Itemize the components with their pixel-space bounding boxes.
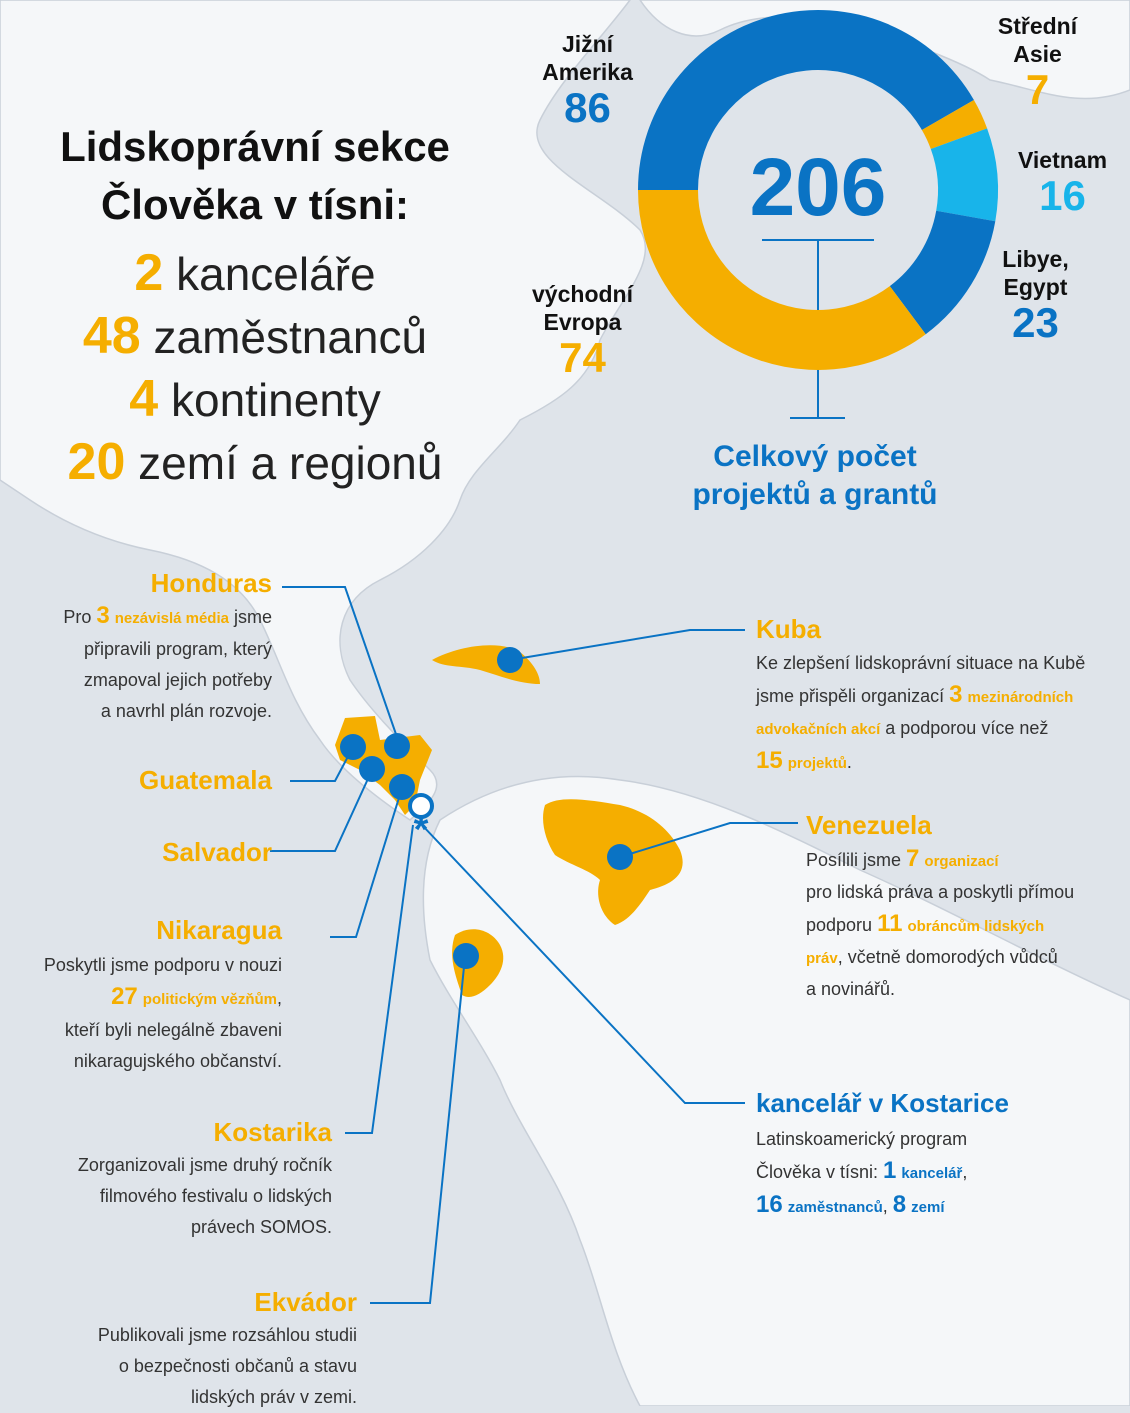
south-america-land <box>422 775 1130 1406</box>
nikaragua-connector <box>330 787 403 938</box>
donut-slice-vietnam <box>930 128 999 222</box>
venezuela-label: Venezuela <box>806 810 932 840</box>
office-connector <box>421 824 745 1104</box>
region-libye-egypt: Libye,Egypt 23 <box>1002 246 1069 346</box>
title-line-1: Lidskoprávní sekce <box>60 123 450 170</box>
kostarika-connector <box>345 824 414 1134</box>
region-vietnam: Vietnam 16 <box>1017 147 1108 219</box>
nikaragua-description: Poskytli jsme podporu v nouzi 27 politic… <box>43 955 282 1071</box>
venezuela-connector <box>619 822 798 858</box>
kuba-label: Kuba <box>756 614 821 644</box>
ekvador-marker[interactable] <box>453 943 479 969</box>
ekvador-description: Publikovali jsme rozsáhlou studii o bezp… <box>97 1325 357 1407</box>
salvador-label: Salvador <box>162 837 272 867</box>
cuba-shape <box>432 645 540 684</box>
donut-slice-libye-egypt <box>889 210 996 335</box>
ekvador-label: Ekvádor <box>254 1287 357 1317</box>
stats-list: 2 kanceláře 48 zaměstnanců 4 kontinenty … <box>0 242 510 494</box>
kuba-description: Ke zlepšení lidskoprávní situace na Kubě… <box>756 653 1086 774</box>
venezuela-description: Posílili jsme 7 organizací pro lidská pr… <box>806 845 1075 999</box>
honduras-description: Pro 3 nezávislá média jsme připravili pr… <box>63 602 272 721</box>
nikaragua-label: Nikaragua <box>156 915 282 945</box>
donut-slice-vychodni-evropa <box>638 190 926 370</box>
ekvador-connector <box>370 956 466 1304</box>
salvador-connector <box>270 769 373 852</box>
venezuela-marker[interactable] <box>607 844 633 870</box>
honduras-label: Honduras <box>150 568 272 598</box>
donut-total: 206 <box>749 142 887 233</box>
office-label: kancelář v Kostarice <box>756 1088 1009 1118</box>
kostarika-office-marker[interactable]: * <box>408 793 434 851</box>
stat-offices: 2 kanceláře <box>134 244 376 302</box>
guatemala-marker[interactable] <box>340 734 366 760</box>
honduras-connector <box>282 586 399 741</box>
stat-employees: 48 zaměstnanců <box>82 307 428 365</box>
kuba-connector <box>509 629 745 661</box>
projects-donut-chart <box>638 9 999 370</box>
stat-continents: 4 kontinenty <box>129 370 381 428</box>
svg-text:*: * <box>414 809 429 851</box>
kuba-marker[interactable] <box>497 647 523 673</box>
guatemala-label: Guatemala <box>139 765 272 795</box>
north-america-land <box>0 0 647 821</box>
page-title: Lidskoprávní sekce Člověka v tísni: <box>0 118 510 234</box>
nikaragua-marker[interactable] <box>389 774 415 800</box>
honduras-marker[interactable] <box>384 733 410 759</box>
donut-slice-jizni-amerika <box>638 9 974 190</box>
kostarika-label: Kostarika <box>213 1117 333 1147</box>
office-description: Latinskoamerický program Člověka v tísni… <box>756 1129 968 1218</box>
donut-slice-stredni-asie <box>921 100 988 149</box>
kostarika-description: Zorganizovali jsme druhý ročník filmovéh… <box>77 1155 332 1237</box>
stat-countries: 20 zemí a regionů <box>67 433 443 491</box>
salvador-marker[interactable] <box>359 756 385 782</box>
title-line-2: Člověka v tísni: <box>100 181 410 228</box>
